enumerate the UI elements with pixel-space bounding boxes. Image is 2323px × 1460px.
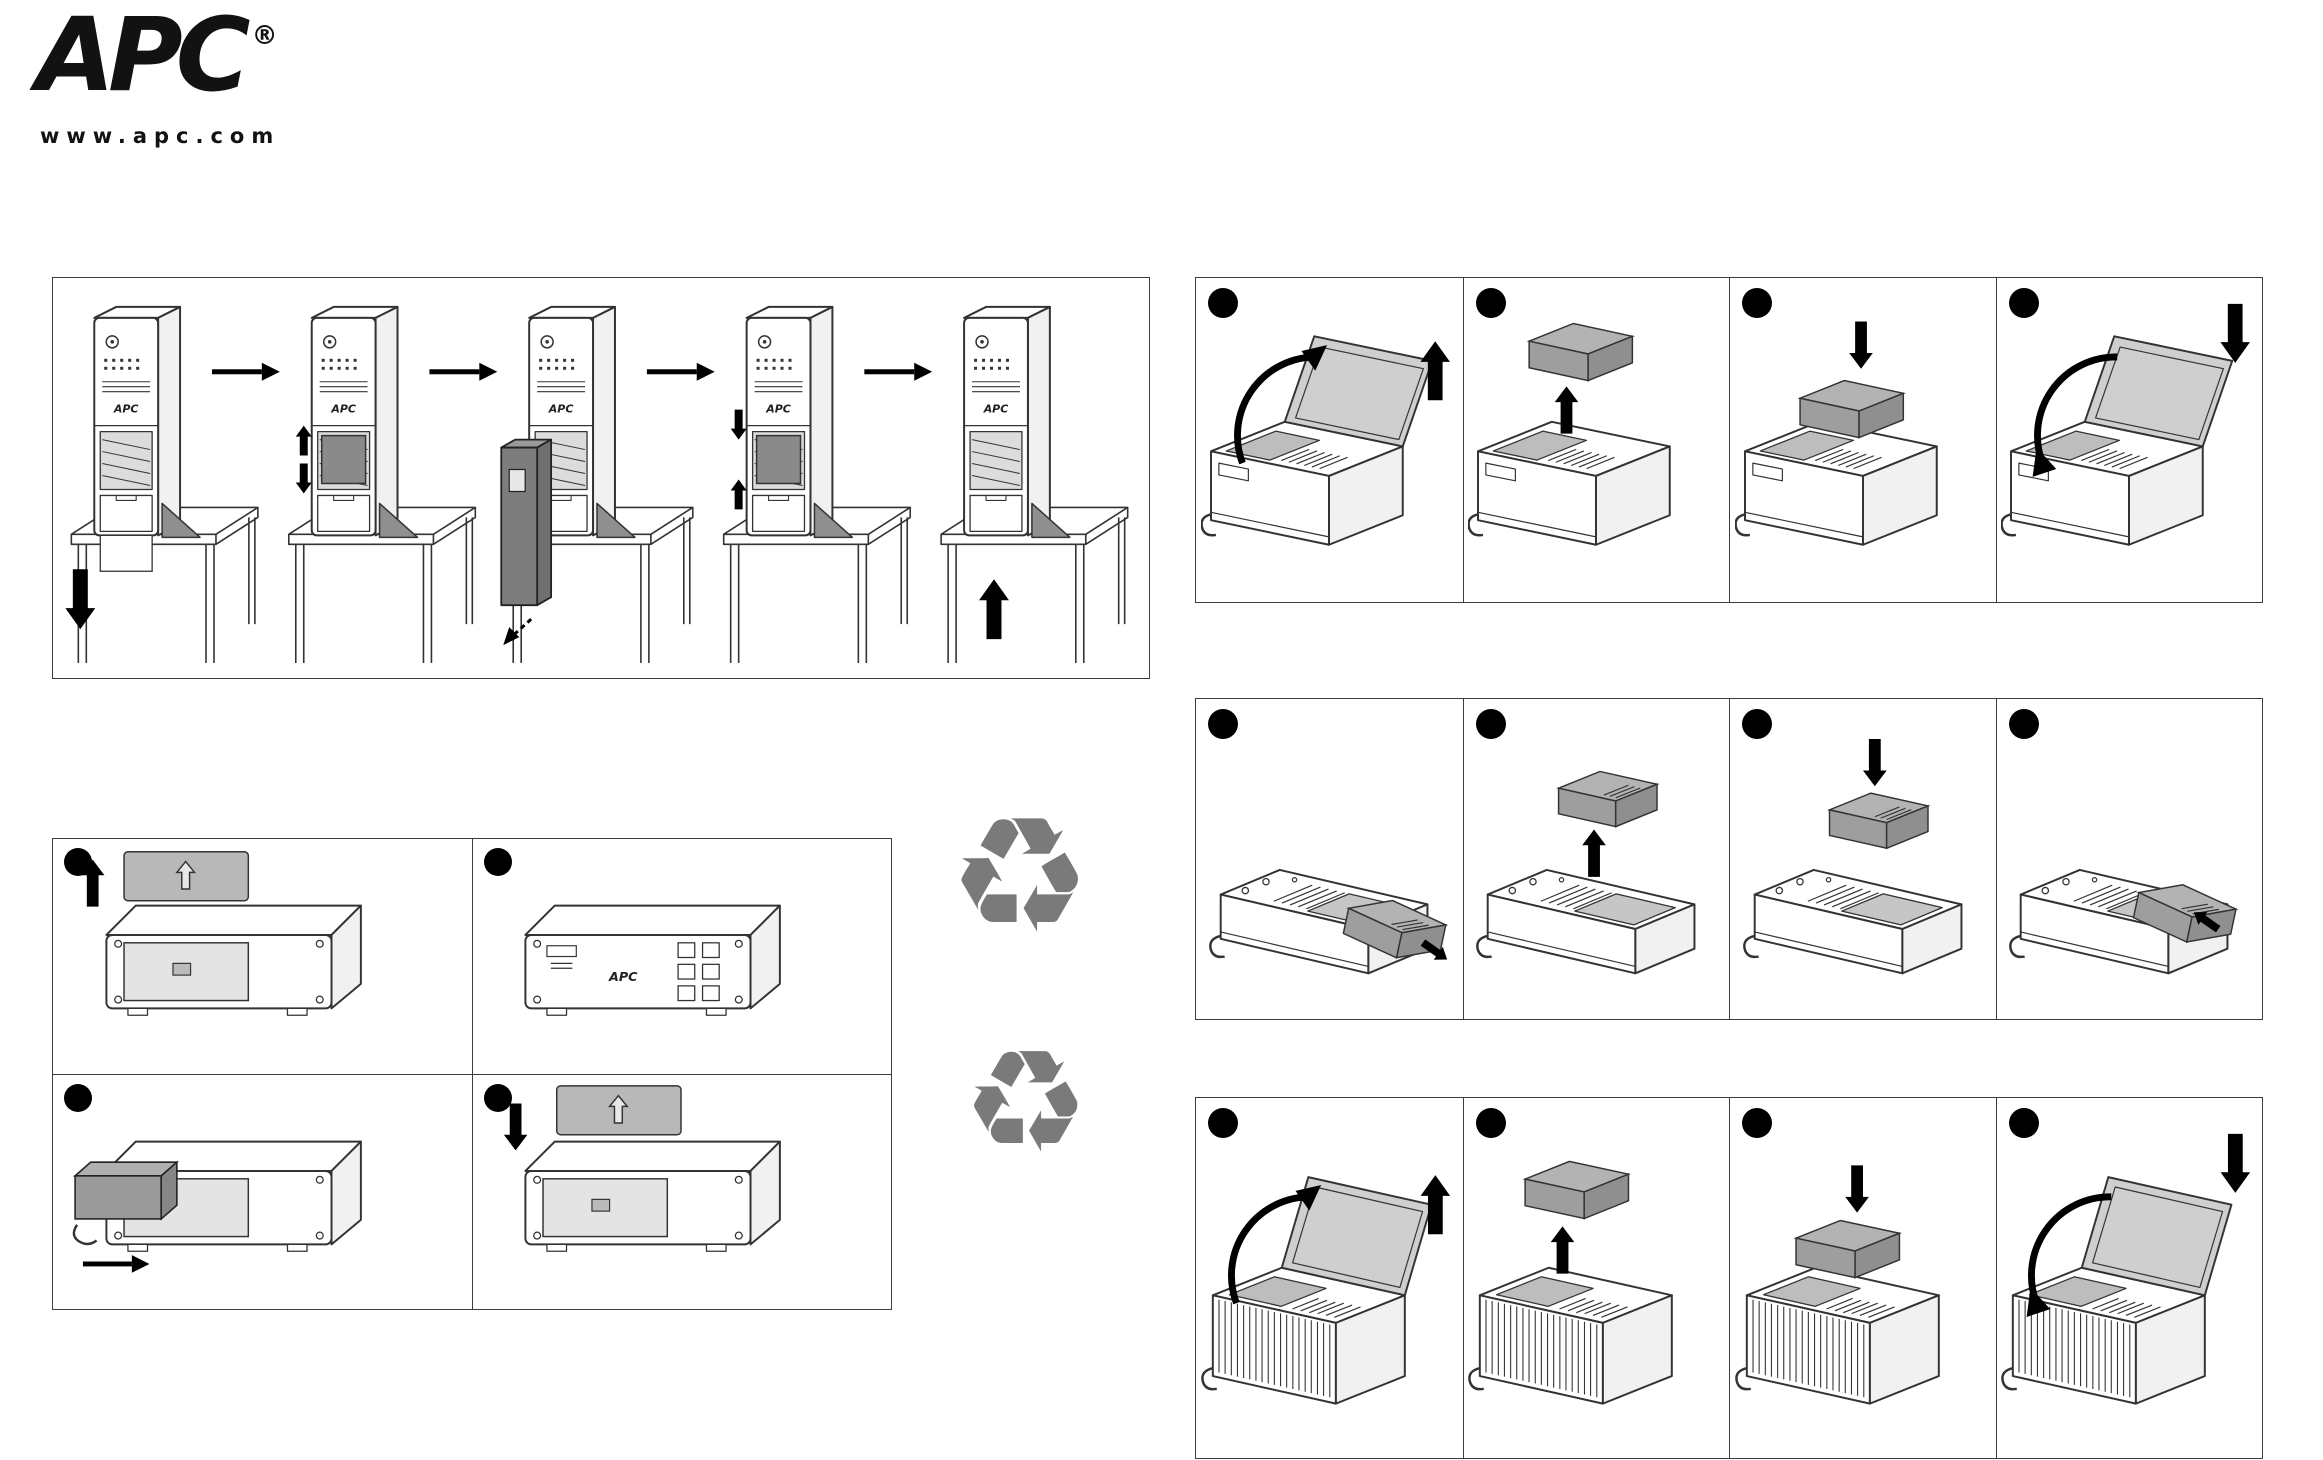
lid-open-figure (1201, 1175, 1451, 1405)
rack-door-close-figure (503, 1085, 781, 1253)
lid-ups-step-1-cell (1196, 278, 1463, 602)
device-label: APC (608, 969, 638, 984)
slim-ups-steps-row (1195, 698, 2263, 1020)
vented-ups-step-3-cell (1729, 1098, 1996, 1458)
rack-grid-panel: APC (52, 838, 892, 1310)
recycle-icon: ♻ (948, 782, 1092, 969)
step-marker (64, 1084, 92, 1112)
registered-mark-icon: ® (251, 21, 278, 51)
lid-close-figure (2001, 303, 2251, 546)
rack-door-open-figure (80, 851, 362, 1017)
tower-step-4 (722, 305, 912, 665)
slim-ups-step-2-cell (1462, 699, 1729, 1019)
step-marker (1742, 1108, 1772, 1138)
step-marker (484, 1084, 512, 1112)
rack-closed-figure: APC (524, 904, 781, 1017)
step-marker (1742, 288, 1772, 318)
battery-insert-figure (1734, 1165, 1940, 1405)
lid-ups-steps-row (1195, 277, 2263, 603)
right-arrow-icon (864, 362, 933, 381)
vented-ups-step-4-cell (1995, 1098, 2262, 1458)
apc-logo: APC® (36, 0, 278, 112)
step-marker (2008, 288, 2039, 318)
tower-step-1 (65, 305, 259, 665)
right-arrow-icon (211, 362, 280, 381)
slim-ups-step-4-cell (1995, 699, 2262, 1019)
lid-ups-step-4-cell (1995, 278, 2262, 602)
tower-step-2 (287, 305, 477, 665)
rack-step-1-cell (53, 839, 472, 1074)
website-url: www.apc.com (40, 124, 281, 148)
battery-slide-in-figure (2009, 868, 2240, 975)
vented-ups-steps-row (1195, 1097, 2263, 1459)
slim-ups-step-3-cell (1729, 699, 1996, 1019)
battery-insert-figure (1734, 321, 1938, 546)
step-marker (484, 848, 512, 876)
battery-remove-figure (1468, 1160, 1674, 1405)
step-marker (1475, 288, 1506, 318)
lid-ups-step-2-cell (1462, 278, 1729, 602)
battery-remove-figure (1468, 322, 1672, 546)
slim-ups-step-1-cell (1196, 699, 1463, 1019)
right-arrow-icon (646, 362, 715, 381)
right-arrow-icon (429, 362, 498, 381)
tower-sequence-figure (65, 305, 1129, 665)
battery-remove-figure (1476, 770, 1696, 975)
step-marker (64, 848, 92, 876)
rack-step-3-cell (53, 1074, 472, 1309)
step-marker (2008, 709, 2039, 739)
rack-step-4-cell (472, 1074, 891, 1309)
rack-battery-insert-figure (72, 1140, 362, 1273)
rack-step-2-cell: APC (472, 839, 891, 1074)
recycle-icon: ♻ (962, 1020, 1090, 1185)
lid-open-figure (1201, 335, 1451, 546)
lid-close-figure (2001, 1133, 2251, 1405)
step-marker (1208, 1108, 1238, 1138)
apc-logo-text: APC (36, 0, 251, 115)
vented-ups-step-2-cell (1462, 1098, 1729, 1458)
battery-insert-figure (1742, 738, 1963, 975)
step-marker (1208, 288, 1238, 318)
step-marker (1742, 709, 1772, 739)
step-marker (1208, 709, 1238, 739)
tower-step-3 (500, 305, 694, 665)
lid-ups-step-3-cell (1729, 278, 1996, 602)
vented-ups-step-1-cell (1196, 1098, 1463, 1458)
tower-sequence-panel (52, 277, 1150, 679)
step-marker (2008, 1108, 2039, 1138)
step-marker (1475, 709, 1506, 739)
battery-slide-out-figure (1209, 868, 1452, 975)
step-marker (1475, 1108, 1506, 1138)
tower-step-5 (940, 305, 1129, 665)
